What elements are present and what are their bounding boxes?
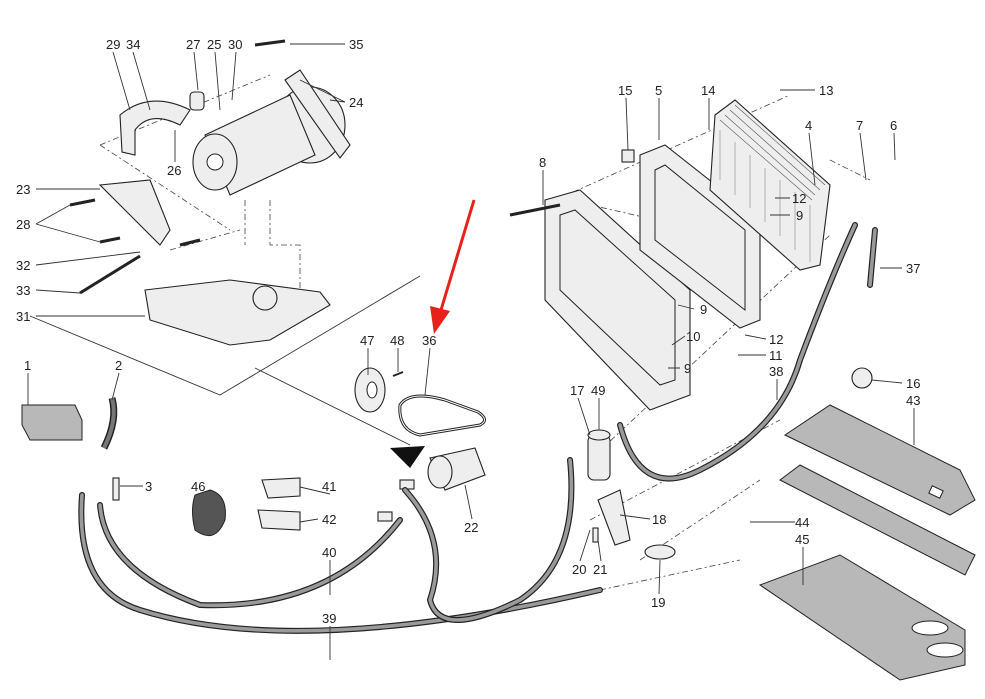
part-45-plate: [758, 554, 966, 681]
callout-18: 18: [652, 512, 666, 527]
callout-16: 16: [906, 376, 920, 391]
callout-25: 25: [207, 37, 221, 52]
callout-8: 8: [539, 155, 546, 170]
inset-border: [29, 275, 421, 396]
callout-38: 38: [769, 364, 783, 379]
callout-47: 47: [360, 333, 374, 348]
callout-35: 35: [349, 37, 363, 52]
callout-22: 22: [464, 520, 478, 535]
callout-19: 19: [651, 595, 665, 610]
callout-9: 9: [700, 302, 707, 317]
inset-pointer-arrow: [390, 446, 425, 468]
callout-11: 11: [769, 348, 783, 363]
part-46-grommet: [192, 489, 226, 537]
callout-33: 33: [16, 283, 30, 298]
callout-43: 43: [906, 393, 920, 408]
callout-7: 7: [856, 118, 863, 133]
callout-34: 34: [126, 37, 140, 52]
highlight-arrow: [430, 199, 476, 334]
callout-42: 42: [322, 512, 336, 527]
callout-48: 48: [390, 333, 404, 348]
part-16-grommet: [851, 367, 873, 389]
callout-6: 6: [890, 118, 897, 133]
callout-46: 46: [191, 479, 205, 494]
callout-26: 26: [167, 163, 181, 178]
compressor-assembly: [69, 39, 351, 346]
callout-1: 1: [24, 358, 31, 373]
callout-45: 45: [795, 532, 809, 547]
callout-39: 39: [322, 611, 336, 626]
callout-2: 2: [115, 358, 122, 373]
callout-4: 4: [805, 118, 812, 133]
callout-9: 9: [796, 208, 803, 223]
callout-10: 10: [686, 329, 700, 344]
part-42-bracket: [257, 509, 301, 531]
callout-13: 13: [819, 83, 833, 98]
hoses: [78, 222, 878, 634]
callout-24: 24: [349, 95, 363, 110]
callout-36: 36: [422, 333, 436, 348]
part-44-plate: [779, 464, 976, 576]
callout-15: 15: [618, 83, 632, 98]
compressor-small: [377, 447, 486, 522]
leader-lines: [27, 43, 915, 660]
callout-31: 31: [16, 309, 30, 324]
callout-12: 12: [792, 191, 806, 206]
callout-30: 30: [228, 37, 242, 52]
callout-3: 3: [145, 479, 152, 494]
assembly-lines: [99, 74, 871, 591]
callout-9: 9: [684, 361, 691, 376]
callout-32: 32: [16, 258, 30, 273]
part-41-clip: [261, 477, 301, 499]
pulley-and-belt: [354, 367, 486, 437]
callout-49: 49: [591, 383, 605, 398]
callout-37: 37: [906, 261, 920, 276]
callout-17: 17: [570, 383, 584, 398]
callout-27: 27: [186, 37, 200, 52]
callout-41: 41: [322, 479, 336, 494]
callout-40: 40: [322, 545, 336, 560]
callout-44: 44: [795, 515, 809, 530]
part-3-fitting: [112, 477, 120, 501]
callout-labels: 29 34 27 25 30 35 24 26 23 28 32 33 31 1…: [16, 37, 920, 626]
callout-14: 14: [701, 83, 715, 98]
callout-28: 28: [16, 217, 30, 232]
receiver-drier: [587, 429, 676, 560]
callout-29: 29: [106, 37, 120, 52]
callout-5: 5: [655, 83, 662, 98]
callout-21: 21: [593, 562, 607, 577]
condenser-assembly: [509, 99, 831, 411]
callout-23: 23: [16, 182, 30, 197]
part-43-plate: [783, 404, 976, 516]
callout-20: 20: [572, 562, 586, 577]
part-1-seal-block: [21, 404, 83, 441]
callout-12: 12: [769, 332, 783, 347]
inset-pointer-line: [254, 367, 411, 446]
